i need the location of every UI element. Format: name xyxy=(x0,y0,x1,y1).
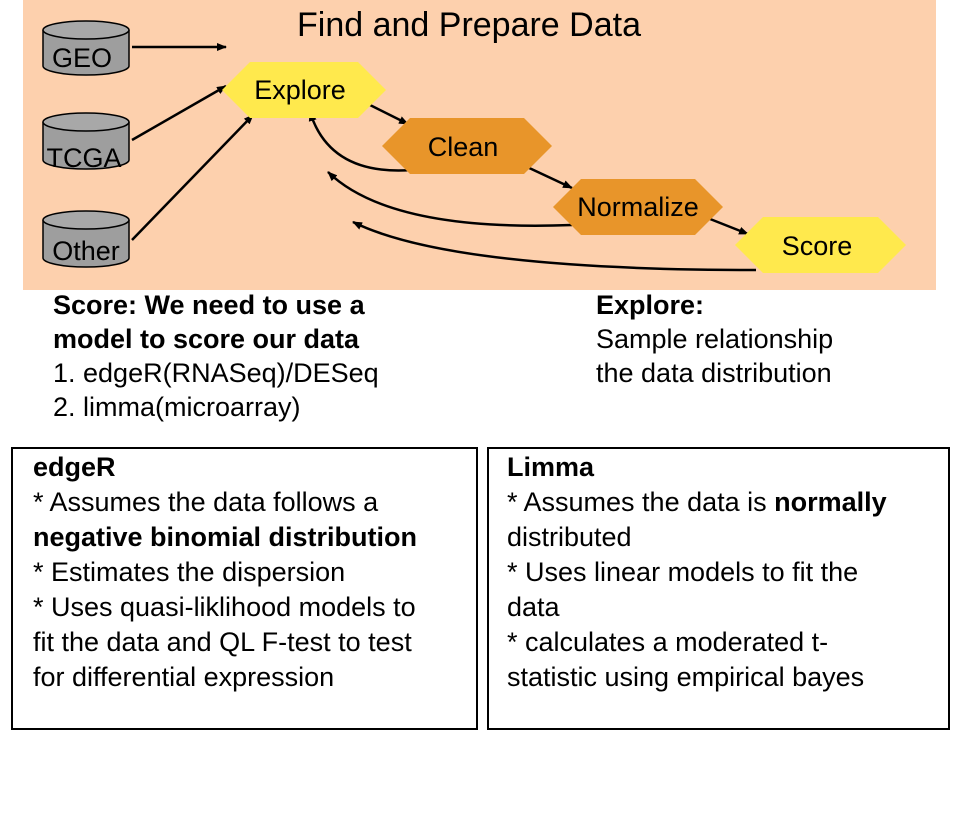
edger-title: edgeR xyxy=(33,452,116,482)
arrow-explore-to-clean xyxy=(365,101,409,126)
workflow-diagram: Find and Prepare Data GEO TCGA Other Exp… xyxy=(23,0,936,290)
geo-database-icon: GEO xyxy=(42,20,130,76)
step-label-clean: Clean xyxy=(428,132,499,162)
score-note-item-1: 1. edgeR(RNASeq)/DESeq xyxy=(53,358,379,388)
limma-bullet-1-bold: normally xyxy=(774,487,887,517)
explore-note-title: Explore: xyxy=(596,290,705,320)
edger-bullet-3-line1: * Uses quasi-liklihood models to xyxy=(33,592,416,622)
edger-bullet-1: * Assumes the data follows a xyxy=(33,487,379,517)
source-label-other: Other xyxy=(52,236,120,266)
arrow-clean-to-normalize xyxy=(524,164,573,190)
limma-bullet-1-text: * Assumes the data is xyxy=(507,487,775,517)
source-label-tcga: TCGA xyxy=(46,143,121,173)
edger-box: edgeR * Assumes the data follows a negat… xyxy=(11,447,478,730)
edger-bullet-2: * Estimates the dispersion xyxy=(33,557,346,587)
score-note: Score: We need to use a model to score o… xyxy=(53,288,379,424)
score-note-item-2: 2. limma(microarray) xyxy=(53,392,301,422)
source-label-geo: GEO xyxy=(52,43,112,73)
step-label-normalize: Normalize xyxy=(577,192,699,222)
limma-title: Limma xyxy=(507,452,595,482)
arrow-other-to-explore xyxy=(131,114,254,241)
step-explore-node: Explore xyxy=(222,62,386,118)
explore-note-line2: the data distribution xyxy=(596,358,832,388)
explore-note: Explore: Sample relationship the data di… xyxy=(596,288,833,390)
other-database-icon: Other xyxy=(42,210,130,268)
score-note-title-line2: model to score our data xyxy=(53,324,360,354)
limma-bullet-3-line1: * calculates a moderated t- xyxy=(507,627,829,657)
diagram-title: Find and Prepare Data xyxy=(297,6,641,44)
limma-bullet-2-line1: * Uses linear models to fit the xyxy=(507,557,859,587)
score-note-title-line1: Score: We need to use a xyxy=(53,290,365,320)
edger-bullet-1-bold: negative binomial distribution xyxy=(33,522,418,552)
step-score-node: Score xyxy=(735,217,906,273)
step-label-score: Score xyxy=(782,231,853,261)
step-label-explore: Explore xyxy=(254,75,346,105)
limma-bullet-1-line2: distributed xyxy=(507,522,632,552)
arrow-normalize-back-to-explore xyxy=(327,171,573,227)
step-normalize-node: Normalize xyxy=(553,179,723,235)
limma-box: Limma * Assumes the data is normally dis… xyxy=(487,447,950,730)
tcga-database-icon: TCGA xyxy=(42,112,130,173)
arrow-tcga-to-explore xyxy=(131,84,227,142)
step-clean-node: Clean xyxy=(382,118,552,174)
arrow-clean-back-to-explore xyxy=(308,111,413,172)
limma-bullet-1: * Assumes the data is normally xyxy=(507,485,948,520)
limma-bullet-3-line2: statistic using empirical bayes xyxy=(507,662,865,692)
explore-note-line1: Sample relationship xyxy=(596,324,834,354)
edger-bullet-3-line2: fit the data and QL F-test to test xyxy=(33,627,412,657)
edger-bullet-3-line3: for differential expression xyxy=(33,662,335,692)
arrow-score-back-to-explore xyxy=(352,220,757,272)
limma-bullet-2-line2: data xyxy=(507,592,560,622)
